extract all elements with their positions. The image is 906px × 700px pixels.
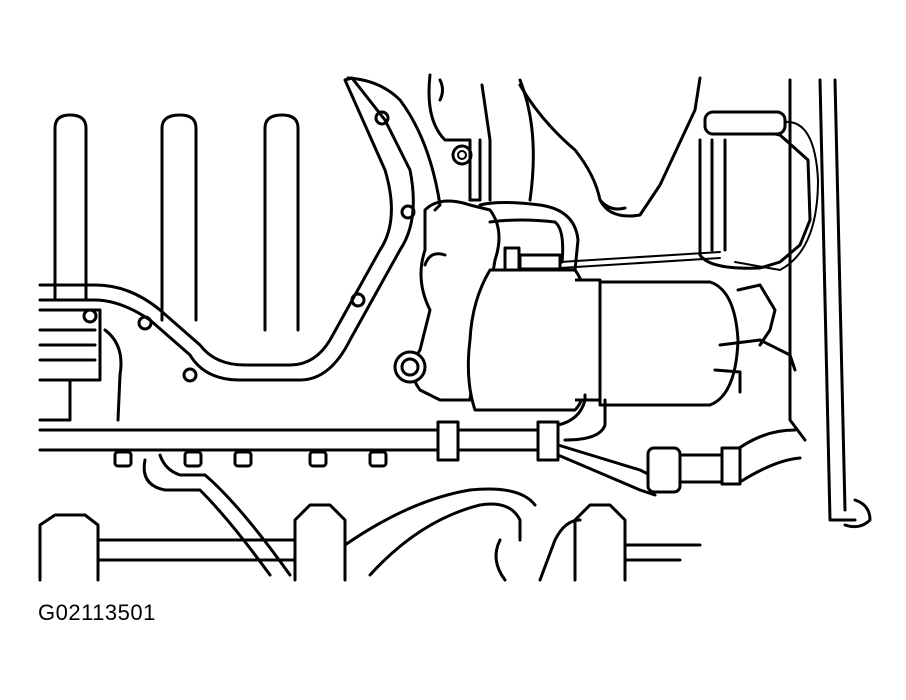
figure-id-label: G02113501 <box>38 600 156 625</box>
flange-bolts <box>113 450 388 468</box>
oil-pan-flange <box>38 76 416 383</box>
starter-motor <box>466 268 797 412</box>
engine-block <box>346 73 535 212</box>
left-bracket <box>38 308 123 422</box>
starter-mount-flange <box>393 199 501 402</box>
lower-pipe <box>38 393 607 462</box>
lower-hose <box>142 453 582 582</box>
solenoid <box>698 110 820 272</box>
solenoid-cable <box>478 201 721 272</box>
intake-runners <box>53 113 300 332</box>
upper-hose <box>518 76 702 218</box>
return-hose <box>556 428 802 497</box>
right-side-bracket <box>788 78 872 529</box>
lower-crossmember <box>38 503 702 582</box>
